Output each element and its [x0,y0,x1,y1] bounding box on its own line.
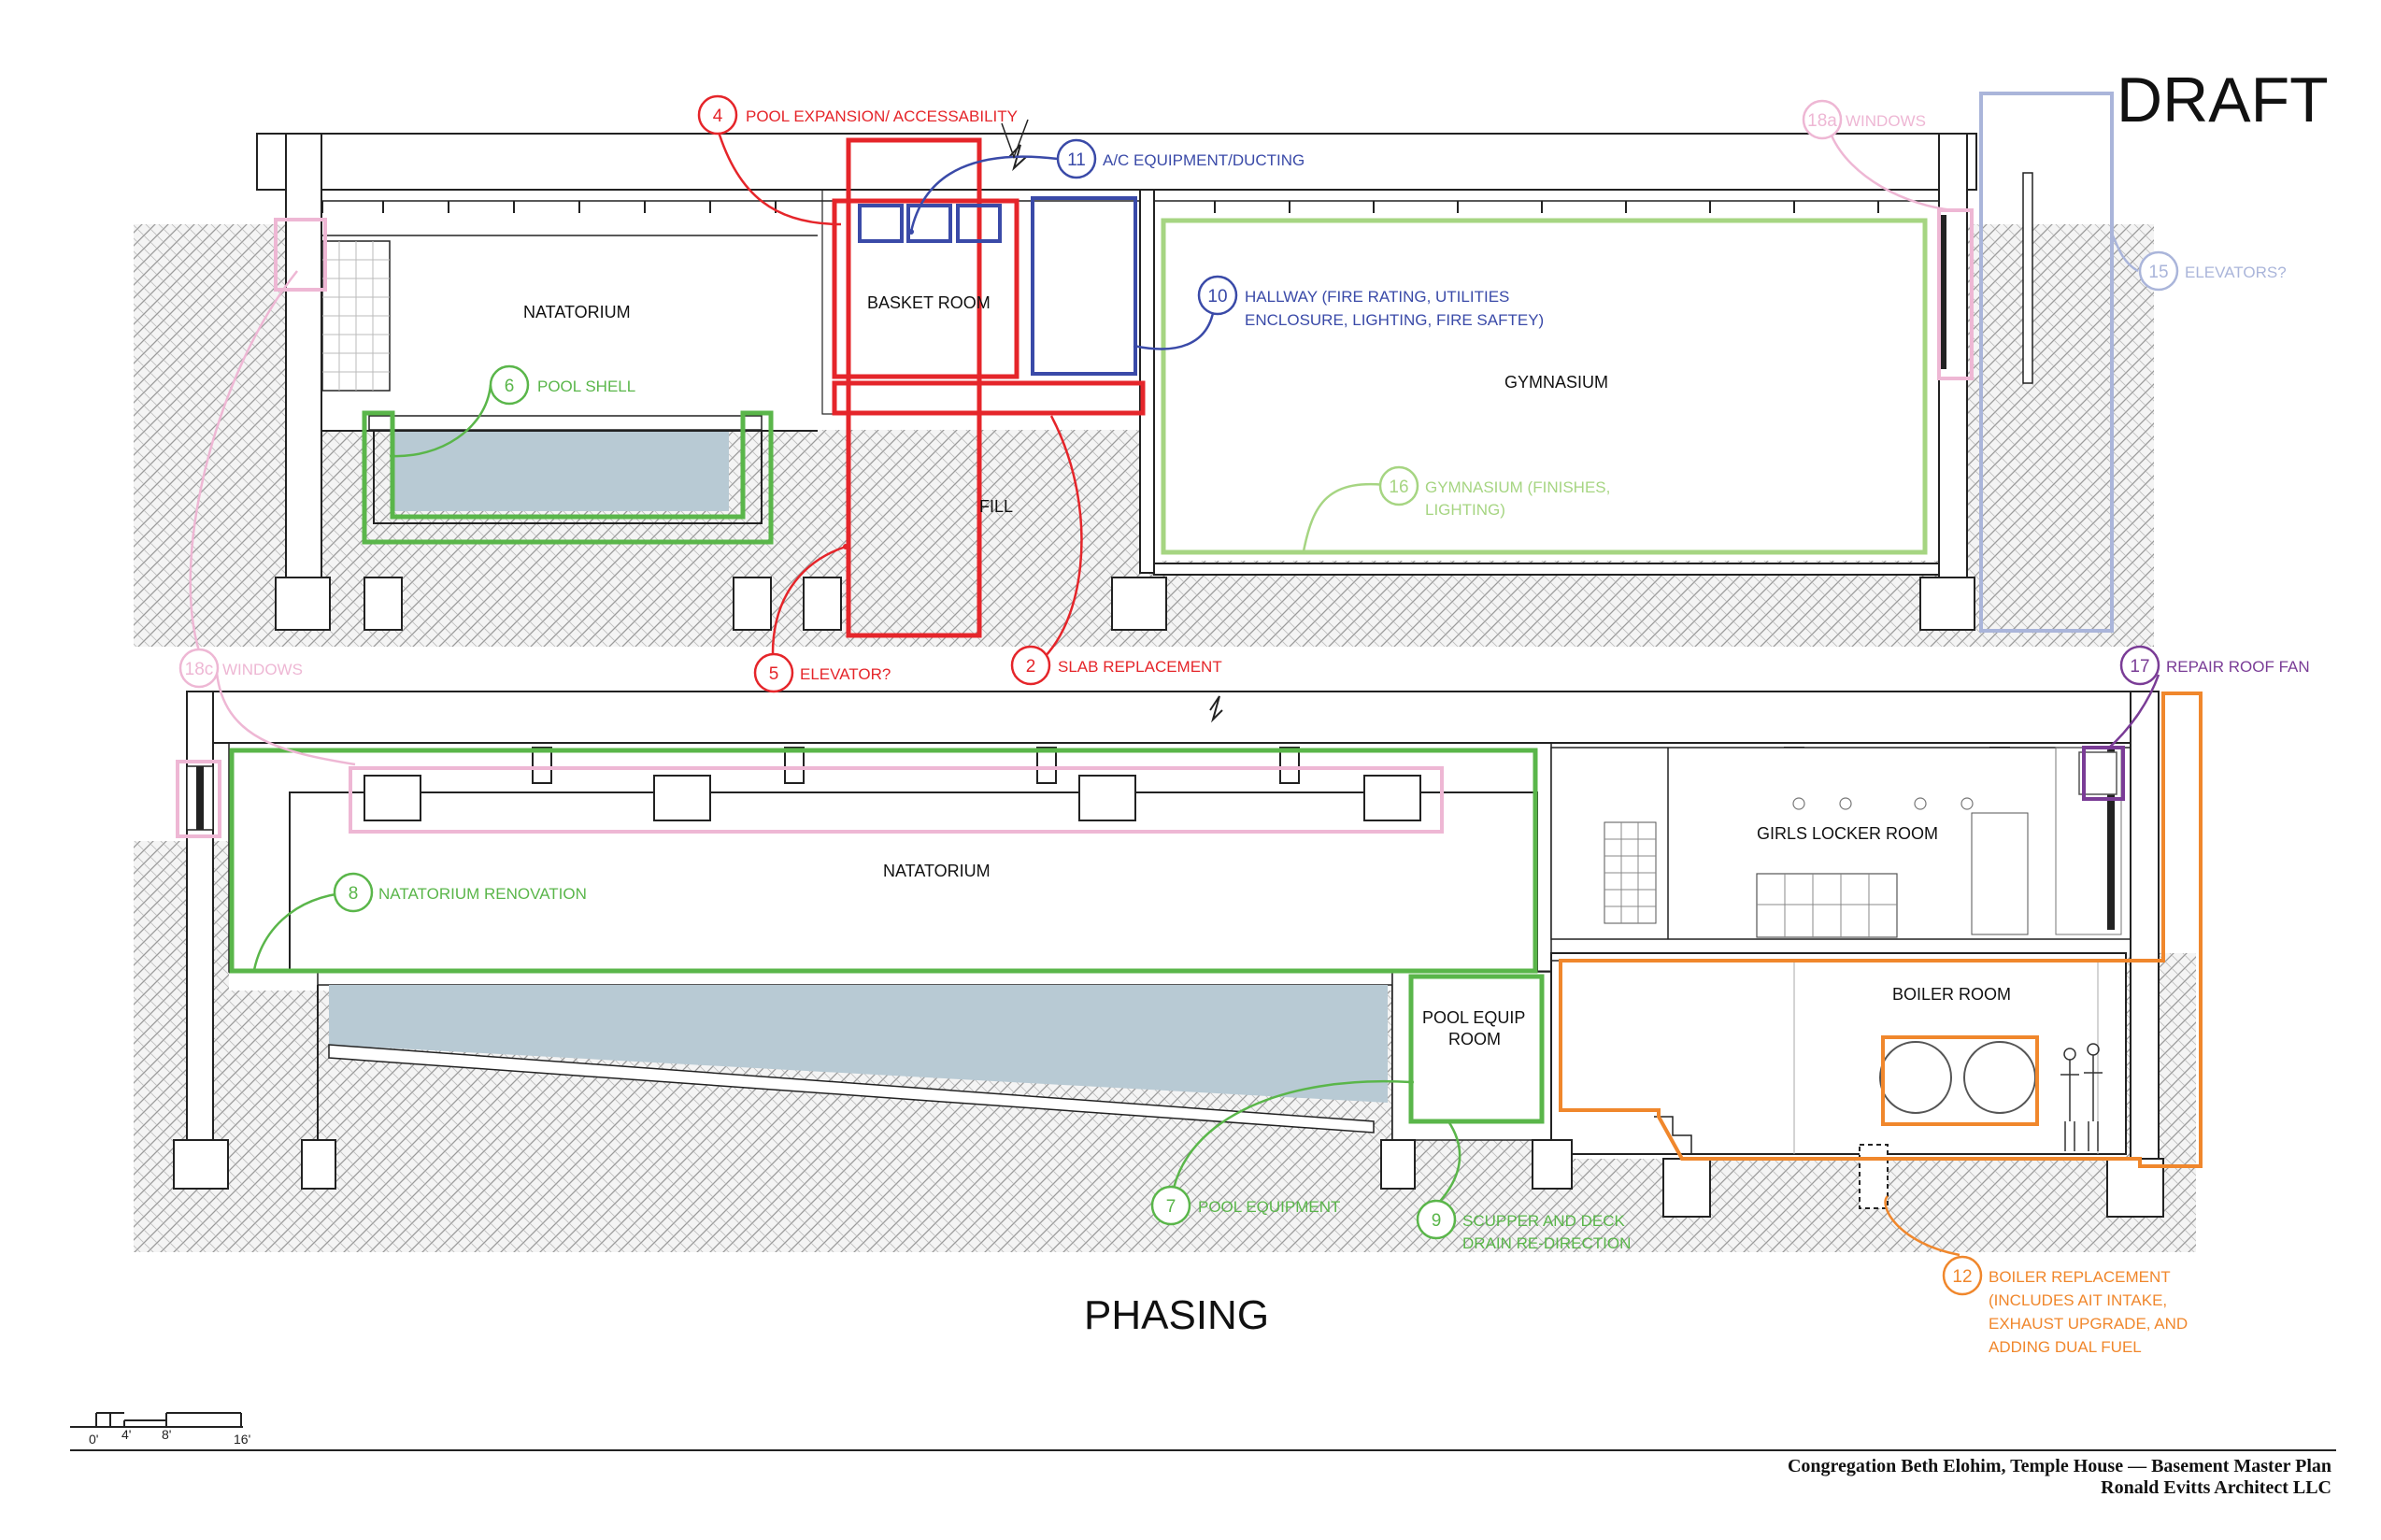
callout-5-text: ELEVATOR? [800,665,891,683]
callout-18a-number: 18a [1807,111,1837,131]
callout-4 [697,94,738,135]
scope-windows-18c-lower [176,760,221,838]
callout-17-number: 17 [2130,657,2149,677]
earth-lower-left [134,841,229,1252]
callout-12-line2: (INCLUDES AIT INTAKE, [1989,1291,2167,1309]
callout-2-text: SLAB REPLACEMENT [1058,658,1222,676]
callout-7-text: POOL EQUIPMENT [1198,1198,1340,1216]
scale-bar [70,1412,243,1428]
callout-12-line1: BOILER REPLACEMENT [1989,1268,2171,1286]
callout-6-number: 6 [505,377,515,396]
callout-15-text: ELEVATORS? [2185,264,2287,281]
callout-18a-text: WINDOWS [1846,112,1926,130]
callout-16-number: 16 [1389,478,1408,497]
callout-8-number: 8 [349,884,359,904]
callout-9-line2: DRAIN RE-DIRECTION [1462,1234,1631,1252]
room-natatorium-lower: NATATORIUM [883,862,991,880]
callout-8-text: NATATORIUM RENOVATION [378,885,587,903]
callout-10-number: 10 [1207,287,1227,307]
scale-label-4: 4' [121,1427,131,1442]
room-natatorium-upper: NATATORIUM [523,303,631,321]
upper-section [134,133,2154,647]
callout-16-line1: GYMNASIUM (FINISHES, [1425,478,1610,496]
room-basket-room: BASKET ROOM [867,293,991,312]
callouts: 4 POOL EXPANSION/ ACCESSABILITY 11 A/C E… [178,94,2310,1356]
callout-15-number: 15 [2148,263,2168,282]
scope-outlines [176,92,2203,1168]
room-pool-equip-line1: POOL EQUIP [1422,1008,1525,1027]
scope-pool-expansion [832,198,1019,379]
scope-slab-replacement [832,380,1146,416]
scope-elevator [846,137,982,638]
callout-7-number: 7 [1166,1197,1176,1217]
scale-label-0: 0' [89,1432,98,1447]
scope-windows-18a [1937,208,1974,380]
room-gymnasium: GYMNASIUM [1504,373,1608,392]
callout-18c-number: 18c [185,660,214,679]
callout-4-text: POOL EXPANSION/ ACCESSABILITY [746,107,1018,125]
callout-12-line3: EXHAUST UPGRADE, AND [1989,1315,2188,1333]
window [364,775,421,821]
room-labels: NATATORIUM BASKET ROOM GYMNASIUM FILL NA… [523,293,2011,1048]
callout-17-text: REPAIR ROOF FAN [2166,658,2310,676]
scope-ac-unit-3 [956,204,1002,243]
title-block-architect: Ronald Evitts Architect LLC [2101,1477,2331,1498]
scope-gymnasium [1161,218,1928,555]
scope-boiler-replacement [1559,692,2203,1168]
room-fill: FILL [979,497,1013,516]
draft-stamp: DRAFT [2117,64,2329,135]
callout-12-number: 12 [1952,1267,1972,1287]
scope-windows-natatorium [349,766,1444,834]
scope-hallway [1031,196,1137,376]
scope-natatorium [229,748,1538,974]
callout-11-number: 11 [1067,150,1086,170]
scale-label-8: 8' [162,1427,171,1442]
callout-16-line2: LIGHTING) [1425,501,1505,519]
earth-lower-boiler [1556,1159,2126,1252]
scope-pool-shell [362,410,774,545]
title-block-project: Congregation Beth Elohim, Temple House —… [1788,1456,2331,1476]
section-title: PHASING [1084,1292,1269,1338]
callout-4-number: 4 [713,107,723,126]
scope-ac-unit-2 [906,204,952,243]
callout-10-line1: HALLWAY (FIRE RATING, UTILITIES [1245,288,1509,306]
callout-2-number: 2 [1026,657,1036,677]
callout-11-text: A/C EQUIPMENT/DUCTING [1103,151,1305,169]
lower-section [134,691,2196,1252]
callout-5-number: 5 [769,664,779,684]
boiler-left [1879,1041,1952,1114]
callout-6-text: POOL SHELL [537,378,635,395]
window [653,775,711,821]
scope-roof-fan [2082,746,2125,801]
room-pool-equip-line2: ROOM [1448,1030,1501,1048]
callout-9-line1: SCUPPER AND DECK [1462,1212,1625,1230]
upper-pool-water [392,432,729,511]
room-girls-locker-room: GIRLS LOCKER ROOM [1757,824,1938,843]
human-figures [2060,1043,2103,1151]
scope-ac-unit-1 [858,204,904,243]
callout-10-line2: ENCLOSURE, LIGHTING, FIRE SAFTEY) [1245,311,1544,329]
earth-upper-right [1939,224,2154,647]
scope-boiler-units [1881,1035,2039,1126]
scope-elevators [1979,92,2114,633]
room-boiler-room: BOILER ROOM [1892,985,2011,1004]
lower-pool-water [329,985,1388,1103]
scope-pool-equipment-room [1408,974,1545,1124]
boiler-right [1963,1041,2036,1114]
callout-12-line4: ADDING DUAL FUEL [1989,1338,2142,1356]
window [1078,775,1136,821]
scope-windows-18c-upper [274,218,327,292]
scale-label-16: 16' [234,1432,250,1447]
window [1363,775,1421,821]
callout-9-number: 9 [1432,1211,1442,1231]
leader-curves [189,119,2160,1257]
callout-18c-text: WINDOWS [222,661,303,678]
